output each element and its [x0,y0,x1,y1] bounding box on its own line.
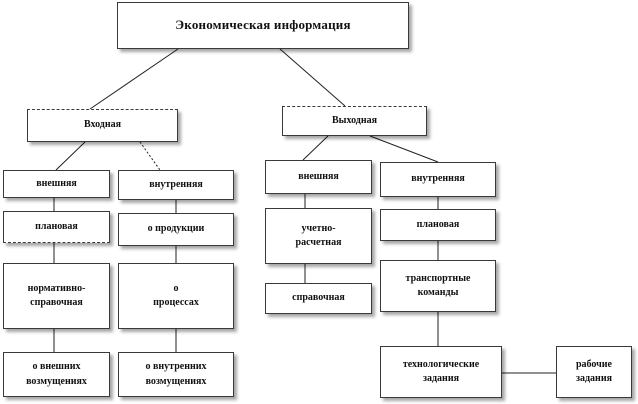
input-internal-product-node: о продукции [118,213,234,246]
input-external-node: внешняя [3,170,110,198]
output-internal-transport-node: транспортные команды [380,260,496,312]
input-internal-processes-node: о процессах [118,263,234,329]
output-internal-planned-node: плановая [380,209,496,241]
root-node: Экономическая информация [117,2,409,49]
connector-input-internal [139,141,161,171]
output-internal-node: внутренняя [380,162,496,197]
input-external-normative-node: нормативно- справочная [3,263,110,329]
connector-root-output [279,48,346,107]
input-external-planned-node: плановая [3,211,110,243]
output-internal-work-node: рабочие задания [556,346,632,398]
connector-output-internal [369,135,439,163]
output-external-reference-node: справочная [265,283,372,314]
output-internal-technological-node: технологические задания [380,346,502,398]
output-node: Выходная [282,106,427,136]
connector-output-external [302,135,329,161]
connector-root-input [89,48,179,110]
output-external-node: внешняя [265,160,372,194]
input-internal-disturbances-node: о внутренних возмущениях [118,352,234,397]
input-internal-node: внутренняя [118,170,234,200]
input-external-disturbances-node: о внешних возмущениях [3,352,110,397]
output-external-accounting-node: учетно- расчетная [265,208,372,264]
connector-input-external [55,141,86,171]
input-node: Входная [27,109,178,142]
